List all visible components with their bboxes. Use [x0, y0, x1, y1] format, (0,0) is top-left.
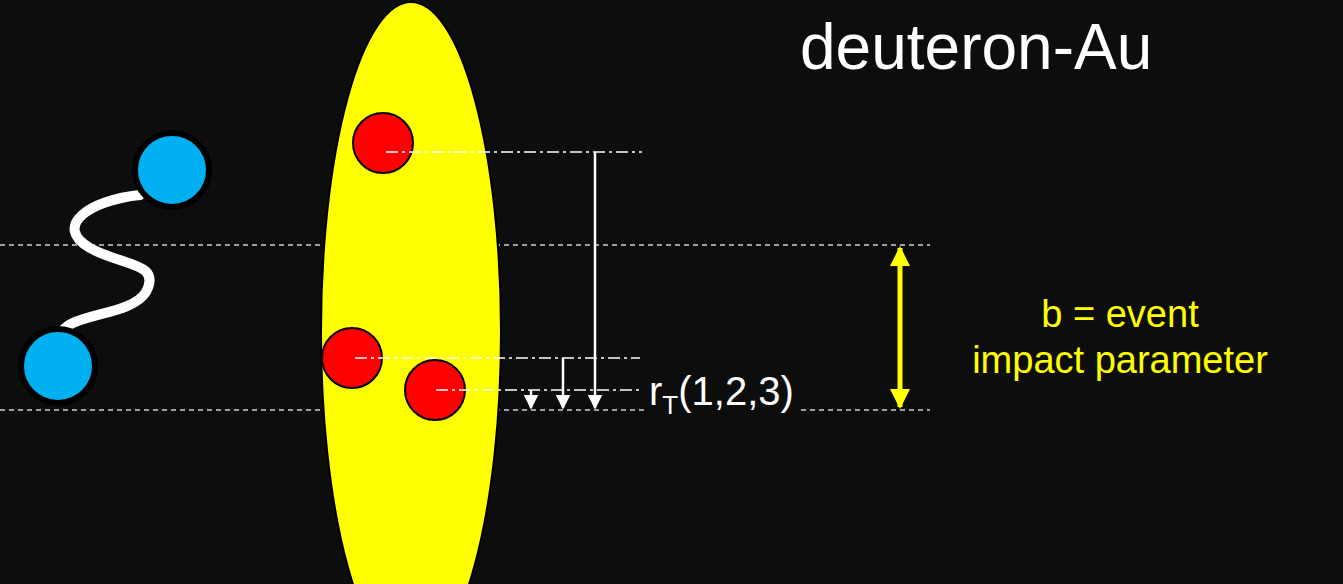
level-line	[355, 357, 640, 359]
impact-parameter-arrow	[898, 248, 903, 407]
distance-arrow	[562, 358, 565, 408]
level-line	[386, 151, 642, 153]
slide-title: deuteron-Au	[800, 10, 1152, 84]
impact-parameter-label: b = event impact parameter	[960, 292, 1280, 383]
gold-nucleus	[321, 2, 501, 584]
deuteron-bond	[60, 195, 150, 338]
gold-nucleon	[353, 113, 413, 173]
deuteron-nucleon	[21, 329, 95, 403]
label-text: r	[649, 369, 662, 413]
subscript: T	[662, 390, 678, 420]
gold-nucleon	[405, 360, 465, 420]
distance-arrow	[530, 390, 533, 408]
label-text: (1,2,3)	[678, 369, 794, 413]
distance-arrow	[594, 152, 597, 408]
level-line	[436, 389, 640, 391]
distance-label: rT(1,2,3)	[645, 371, 798, 422]
deuteron-nucleon	[135, 133, 209, 207]
